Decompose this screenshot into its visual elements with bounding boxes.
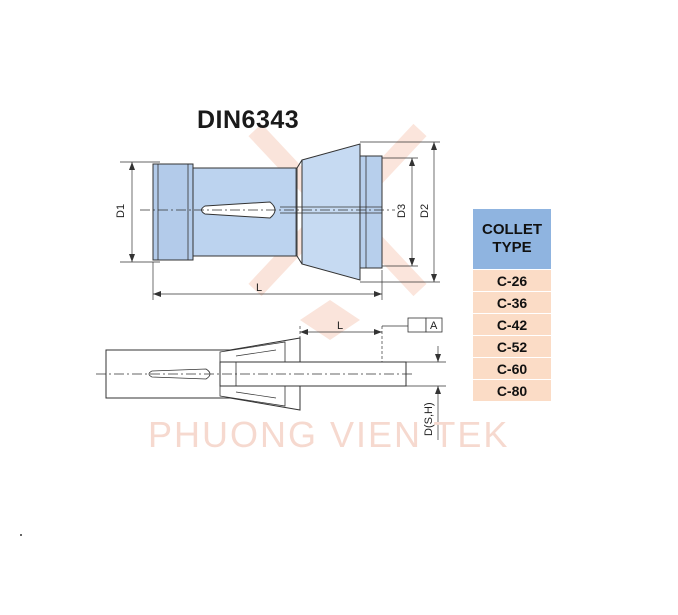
dimension-l-bottom bbox=[299, 326, 383, 362]
label-d1: D1 bbox=[115, 204, 127, 218]
table-row: C-36 bbox=[472, 291, 552, 314]
label-l-top: L bbox=[256, 282, 262, 294]
table-row: C-42 bbox=[472, 313, 552, 336]
table-row: C-52 bbox=[472, 335, 552, 358]
dimension-dsh bbox=[406, 346, 446, 440]
table-header: COLLET TYPE bbox=[472, 208, 552, 270]
datum-flag bbox=[382, 317, 443, 333]
label-d3: D3 bbox=[396, 204, 408, 218]
dimension-d3 bbox=[382, 157, 418, 267]
label-dsh: D(S,H) bbox=[423, 402, 435, 436]
label-l-bottom: L bbox=[337, 320, 343, 332]
label-datum-a: A bbox=[430, 320, 438, 332]
label-d2: D2 bbox=[419, 204, 431, 218]
table-row: C-26 bbox=[472, 269, 552, 292]
collet-body-top bbox=[152, 143, 383, 281]
watermark-text: PHUONG VIEN TEK bbox=[148, 414, 510, 455]
table-row: C-60 bbox=[472, 357, 552, 380]
collet-type-table: COLLET TYPE C-26 C-36 C-42 C-52 C-60 C-8… bbox=[472, 208, 552, 402]
dimension-l-top bbox=[152, 262, 383, 300]
table-header-line1: COLLET bbox=[482, 221, 542, 238]
table-header-line2: TYPE bbox=[492, 239, 532, 256]
stray-dot bbox=[20, 534, 22, 536]
dimension-d2 bbox=[360, 141, 440, 283]
table-row: C-80 bbox=[472, 379, 552, 402]
page-title: DIN6343 bbox=[197, 106, 300, 134]
